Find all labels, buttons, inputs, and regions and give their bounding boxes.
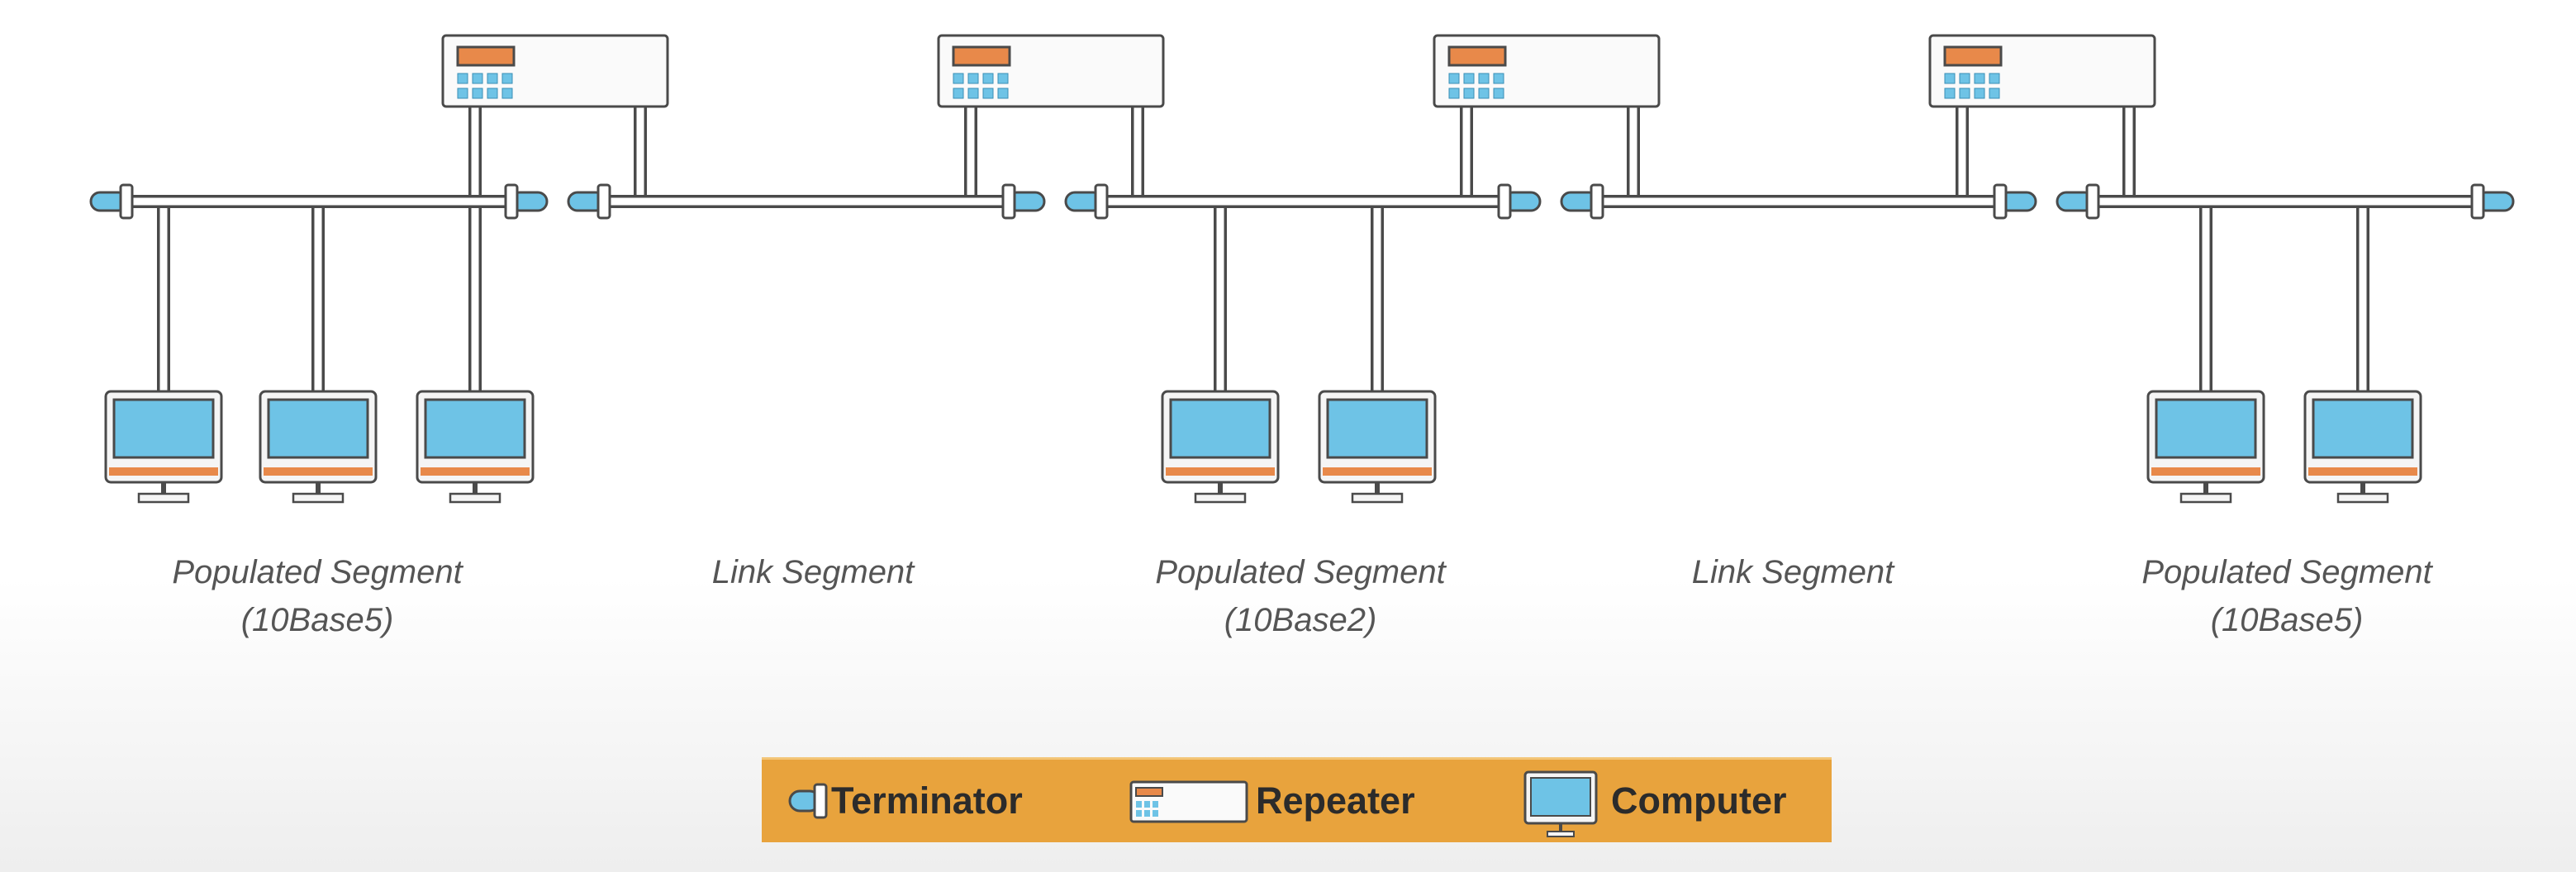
network-diagram [89, 34, 2515, 504]
computer-7 [2303, 390, 2422, 504]
terminator-5-right [2470, 183, 2515, 220]
terminator-4-left [1560, 183, 1604, 220]
computer-5 [1318, 390, 1437, 504]
computer-1 [104, 390, 223, 504]
segment-label-1-line1: Populated Segment [172, 554, 463, 590]
terminator-1-right [504, 183, 549, 220]
segment-label-3: Populated Segment (10Base2) [1069, 548, 1532, 644]
terminator-2-left [567, 183, 611, 220]
segment-label-2-line1: Link Segment [711, 554, 915, 590]
computer-3 [416, 390, 535, 504]
computer-4 [1161, 390, 1280, 504]
legend-repeater-label: Repeater [1256, 780, 1415, 822]
repeater-3 [1433, 34, 1661, 108]
terminator-1-left [89, 183, 134, 220]
segment-label-3-line1: Populated Segment [1155, 554, 1446, 590]
terminator-3-left [1064, 183, 1109, 220]
repeater-icon [1129, 780, 1248, 823]
computer-icon [1523, 770, 1598, 837]
segment-label-5-line2: (10Base5) [2210, 602, 2364, 638]
segment-label-4: Link Segment [1561, 548, 2024, 596]
segment-label-3-line2: (10Base2) [1224, 602, 1377, 638]
segment-label-5-line1: Populated Segment [2141, 554, 2432, 590]
terminator-4-right [1993, 183, 2037, 220]
repeater-4 [1928, 34, 2156, 108]
cables [117, 105, 2487, 393]
segment-label-2: Link Segment [582, 548, 1044, 596]
segment-label-5: Populated Segment (10Base5) [2056, 548, 2518, 644]
segment-label-1-line2: (10Base5) [240, 602, 394, 638]
repeater-1 [441, 34, 669, 108]
segment-label-4-line1: Link Segment [1691, 554, 1894, 590]
terminator-2-right [1001, 183, 1046, 220]
repeater-2 [937, 34, 1165, 108]
segment-label-1: Populated Segment (10Base5) [86, 548, 549, 644]
terminator-icon [788, 783, 828, 819]
terminator-3-right [1497, 183, 1542, 220]
legend-computer-label: Computer [1611, 780, 1787, 822]
terminator-5-left [2056, 183, 2100, 220]
legend: Terminator Repeater Computer [762, 757, 1832, 842]
legend-terminator-label: Terminator [831, 780, 1023, 822]
computer-2 [259, 390, 378, 504]
computer-6 [2146, 390, 2265, 504]
